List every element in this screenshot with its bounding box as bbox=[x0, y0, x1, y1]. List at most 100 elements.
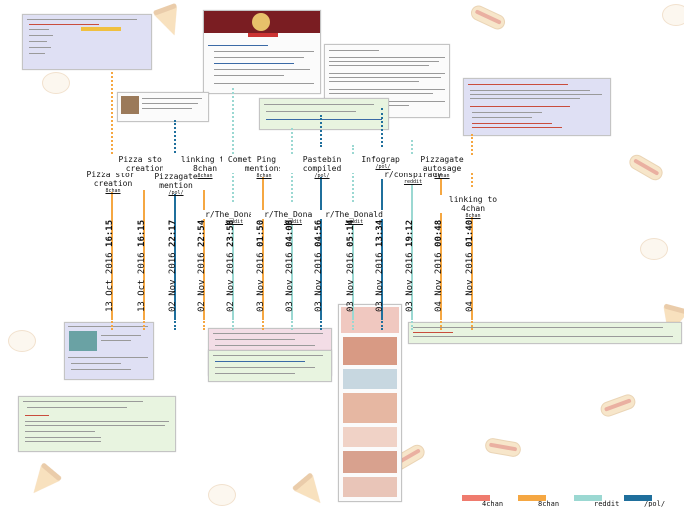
event-day: 03 Nov 2016 bbox=[346, 246, 356, 312]
event-day: 02 Nov 2016 bbox=[197, 246, 207, 312]
timeline-line bbox=[232, 224, 234, 318]
event-date: 02 Nov 2016 22:54 bbox=[197, 220, 207, 312]
event-date: 03 Nov 2016 19:12 bbox=[405, 220, 415, 312]
event-day: 04 Nov 2016 bbox=[465, 246, 475, 312]
screenshot-8chan-pizza-thread bbox=[22, 14, 152, 70]
event-day: 02 Nov 2016 bbox=[168, 246, 178, 312]
screenshot-pol-image-post bbox=[117, 92, 209, 122]
pizza-plate-doodle-icon bbox=[8, 330, 36, 352]
screenshot-8chan-comet-thread bbox=[18, 396, 176, 452]
event-time: 22:17 bbox=[168, 219, 178, 247]
timeline-connector-dotted bbox=[111, 72, 113, 162]
event-day: 13 Oct 2016 bbox=[105, 246, 115, 312]
timeline-connector-dotted bbox=[381, 318, 383, 330]
timeline-connector-dotted bbox=[111, 318, 113, 330]
timeline-line bbox=[111, 192, 113, 318]
pizza-slice-doodle-icon bbox=[24, 465, 60, 501]
timeline-line bbox=[440, 177, 442, 318]
event-time: 23:58 bbox=[226, 219, 236, 247]
event-title: linking to 4chan bbox=[431, 195, 515, 213]
timeline-line bbox=[381, 169, 383, 318]
event-label: Pizzagate mention/pol/ bbox=[134, 172, 218, 196]
timeline-connector-dotted bbox=[232, 88, 234, 202]
legend-label: reddit bbox=[594, 500, 620, 507]
timeline-line bbox=[262, 177, 264, 318]
event-source: /pol/ bbox=[314, 173, 330, 179]
event-title: Pizzagate autosage bbox=[400, 155, 484, 173]
pizza-plate-doodle-icon bbox=[208, 484, 236, 506]
event-date: 04 Nov 2016 00:48 bbox=[434, 220, 444, 312]
pizza-plate-doodle-icon bbox=[42, 72, 70, 94]
event-day: 03 Nov 2016 bbox=[256, 246, 266, 312]
event-date: 02 Nov 2016 22:17 bbox=[168, 220, 178, 312]
legend-swatch bbox=[574, 495, 602, 501]
event-source: 8chan bbox=[197, 173, 213, 179]
event-source: 8chan bbox=[256, 173, 272, 179]
event-source: 8chan bbox=[434, 173, 450, 179]
timeline-connector-dotted bbox=[203, 318, 205, 330]
hotdog-doodle-icon bbox=[468, 3, 508, 32]
timeline-line bbox=[471, 217, 473, 318]
event-date: 03 Nov 2016 04:56 bbox=[314, 220, 324, 312]
timeline-connector-dotted bbox=[411, 318, 413, 330]
event-label: Infograph/pol/ bbox=[341, 155, 425, 170]
event-time: 22:54 bbox=[197, 219, 207, 247]
timeline-line bbox=[174, 194, 176, 318]
event-title: r/The_Donald bbox=[192, 210, 276, 219]
event-time: 00:48 bbox=[434, 219, 444, 247]
event-title: Infograph bbox=[341, 155, 425, 164]
event-date: 03 Nov 2016 01:50 bbox=[256, 220, 266, 312]
timeline-connector-dotted bbox=[471, 318, 473, 330]
event-day: 03 Nov 2016 bbox=[285, 246, 295, 312]
timeline-connector-dotted bbox=[262, 318, 264, 330]
timeline-connector-dotted bbox=[440, 318, 442, 330]
hotdog-doodle-icon bbox=[483, 436, 523, 459]
event-date: 13 Oct 2016 16:15 bbox=[137, 220, 147, 312]
timeline-line bbox=[203, 177, 205, 318]
event-title: Pizzagate mention bbox=[134, 172, 218, 190]
event-time: 16:15 bbox=[137, 219, 147, 247]
legend-label: 4chan bbox=[482, 500, 504, 507]
pizza-slice-doodle-icon bbox=[294, 475, 330, 507]
event-day: 03 Nov 2016 bbox=[314, 246, 324, 312]
event-source: reddit bbox=[403, 179, 423, 185]
event-source: 8chan bbox=[465, 213, 481, 219]
screenshot-reddit-conspiracy-post bbox=[408, 322, 682, 344]
event-time: 01:40 bbox=[465, 219, 475, 247]
timeline-connector-dotted bbox=[352, 318, 354, 330]
screenshot-8chan-autosage-thread bbox=[463, 78, 611, 136]
screenshot-reddit-post-link bbox=[259, 98, 389, 130]
timeline-connector-dotted bbox=[381, 108, 383, 147]
event-date: 03 Nov 2016 04:08 bbox=[285, 220, 295, 312]
event-time: 04:08 bbox=[285, 219, 295, 247]
event-date: 03 Nov 2016 13:34 bbox=[375, 220, 385, 312]
event-date: 02 Nov 2016 23:58 bbox=[226, 220, 236, 312]
event-title: r/The_Donald bbox=[312, 210, 396, 219]
event-time: 16:15 bbox=[105, 219, 115, 247]
pizza-plate-doodle-icon bbox=[662, 4, 684, 26]
hotdog-doodle-icon bbox=[626, 152, 666, 183]
screenshot-8chan-lizard-post bbox=[64, 322, 154, 380]
event-title: r/conspiracy bbox=[371, 170, 455, 179]
event-day: 13 Oct 2016 bbox=[137, 246, 147, 312]
legend-swatch bbox=[518, 495, 546, 501]
event-source: /pol/ bbox=[168, 190, 184, 196]
event-date: 13 Oct 2016 16:15 bbox=[105, 220, 115, 312]
event-source: reddit bbox=[283, 219, 303, 225]
event-time: 04:56 bbox=[314, 219, 324, 247]
event-time: 19:12 bbox=[405, 219, 415, 247]
legend-label: 8chan bbox=[538, 500, 560, 507]
event-date: 03 Nov 2016 05:14 bbox=[346, 220, 356, 312]
event-time: 05:14 bbox=[346, 219, 356, 247]
timeline-connector-dotted bbox=[320, 115, 322, 147]
timeline-connector-dotted bbox=[174, 120, 176, 164]
timeline-connector-dotted bbox=[232, 318, 234, 330]
event-day: 03 Nov 2016 bbox=[375, 246, 385, 312]
timeline-line bbox=[143, 177, 145, 318]
legend-swatch bbox=[462, 495, 490, 501]
